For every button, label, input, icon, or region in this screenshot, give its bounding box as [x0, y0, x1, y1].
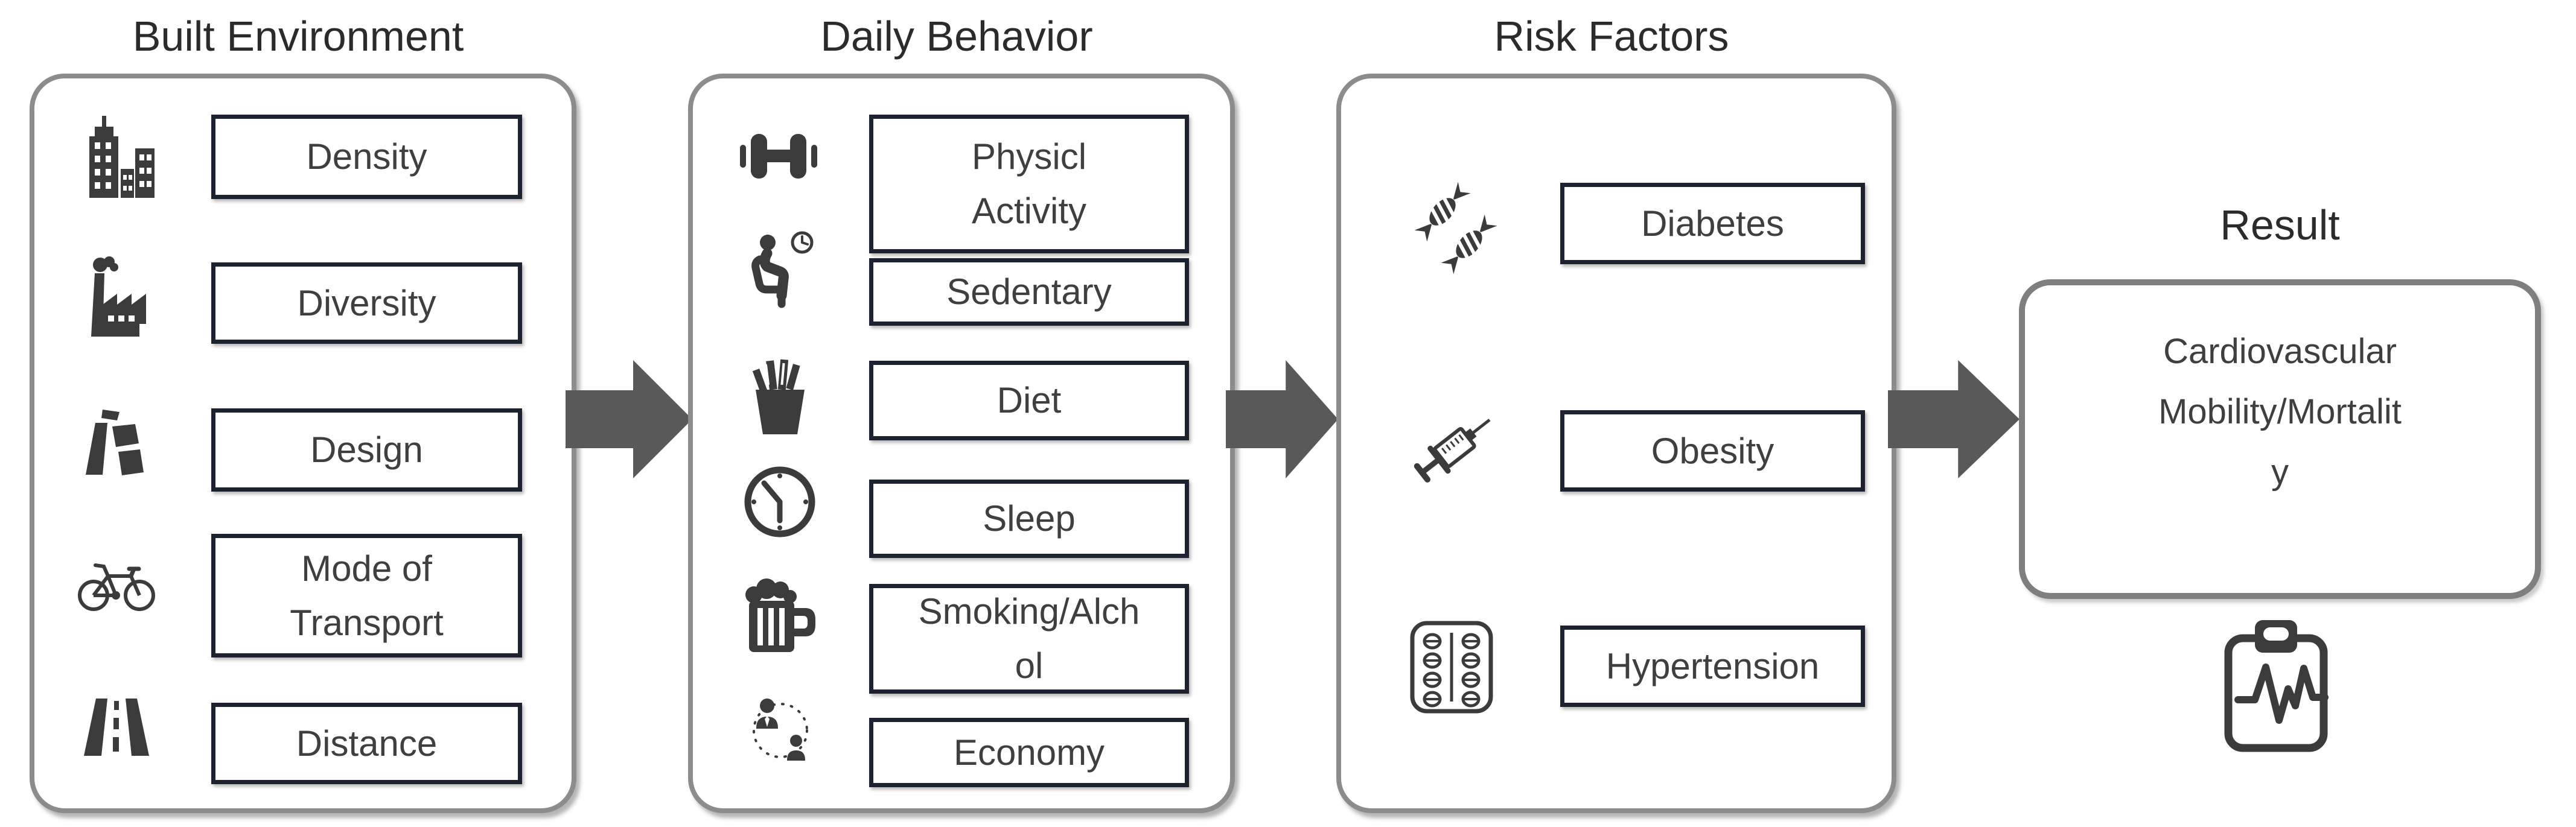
- sitting-person-clock-icon: [748, 228, 816, 314]
- node-mode-of-transport: Mode of Transport: [211, 534, 522, 657]
- result-label: Cardiovascular Mobility/Mortalit y: [2158, 332, 2402, 492]
- node-sedentary-label: Sedentary: [946, 271, 1112, 312]
- syringe-icon: [1406, 399, 1503, 496]
- arrow-built-to-behavior: [566, 360, 692, 478]
- bicycle-icon: [77, 558, 156, 612]
- node-sedentary: Sedentary: [869, 258, 1189, 326]
- node-hypertension-label: Hypertension: [1605, 645, 1820, 686]
- ecg-clipboard-icon: [2221, 615, 2331, 755]
- node-mode-of-transport-label: Mode of Transport: [290, 548, 444, 643]
- candy-icon: [1404, 178, 1508, 277]
- node-physical-activity-label: Physicl Activity: [971, 136, 1087, 231]
- node-obesity: Obesity: [1560, 410, 1865, 492]
- column-title-daily-behavior: Daily Behavior: [820, 13, 1093, 60]
- node-obesity-label: Obesity: [1651, 430, 1774, 471]
- node-diet-label: Diet: [996, 380, 1062, 420]
- road-icon: [80, 694, 153, 757]
- column-title-risk-factors: Risk Factors: [1494, 13, 1729, 60]
- result-box: Cardiovascular Mobility/Mortalit y: [2019, 279, 2541, 599]
- node-economy: Economy: [869, 718, 1189, 787]
- factory-icon: [82, 256, 155, 338]
- node-sleep: Sleep: [869, 480, 1189, 558]
- dumbbell-icon: [738, 131, 820, 181]
- arrow-risk-to-result: [1888, 360, 2020, 478]
- node-density: Density: [211, 115, 522, 199]
- beer-mug-icon: [741, 572, 820, 653]
- node-smoking-alcohol-label: Smoking/Alch ol: [918, 591, 1140, 686]
- french-fries-icon: [745, 355, 815, 436]
- people-exchange-icon: [743, 691, 818, 769]
- arrow-behavior-to-risk: [1226, 360, 1338, 478]
- column-title-result: Result: [2220, 201, 2340, 249]
- node-diversity-label: Diversity: [297, 282, 436, 323]
- city-buildings-icon: [78, 113, 157, 198]
- land-parcels-icon: [78, 407, 157, 477]
- node-sleep-label: Sleep: [983, 498, 1076, 539]
- node-physical-activity: Physicl Activity: [869, 115, 1189, 253]
- node-density-label: Density: [306, 136, 427, 177]
- node-design-label: Design: [310, 429, 423, 470]
- node-hypertension: Hypertension: [1560, 626, 1865, 707]
- node-distance-label: Distance: [296, 723, 438, 764]
- node-design: Design: [211, 408, 522, 492]
- node-diabetes: Diabetes: [1560, 183, 1865, 264]
- pill-blister-icon: [1406, 618, 1497, 716]
- column-title-built-environment: Built Environment: [132, 13, 464, 60]
- node-diet: Diet: [869, 361, 1189, 440]
- node-diabetes-label: Diabetes: [1641, 203, 1784, 244]
- node-distance: Distance: [211, 703, 522, 784]
- node-economy-label: Economy: [953, 732, 1105, 773]
- node-smoking-alcohol: Smoking/Alch ol: [869, 584, 1189, 694]
- node-diversity: Diversity: [211, 262, 522, 344]
- clock-icon: [741, 463, 818, 540]
